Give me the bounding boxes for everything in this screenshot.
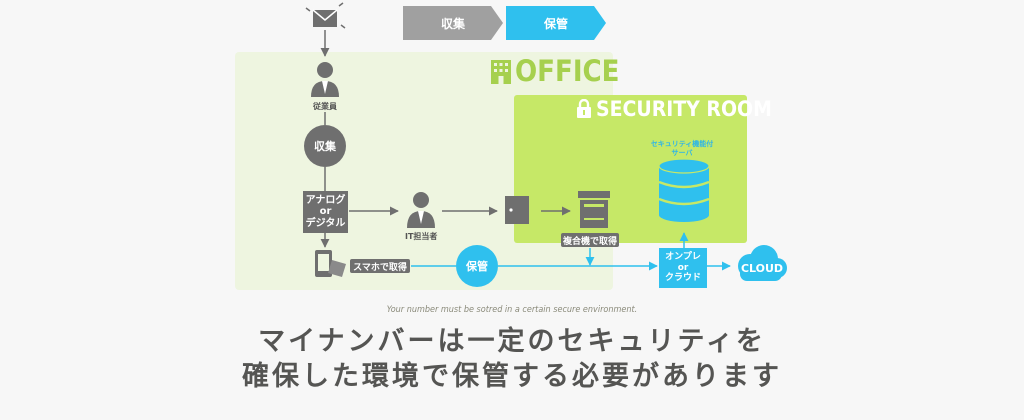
security-room-title: SECURITY ROOM [576, 97, 772, 121]
heading-line1: マイナンバーは一定のセキュリティを [258, 326, 766, 357]
collect-circle-label: 収集 [314, 140, 336, 153]
server-label-line2: サーバ [671, 149, 693, 158]
cloud-label: CLOUD [740, 262, 784, 275]
step-collect-label: 収集 [440, 16, 465, 31]
database-icon [658, 158, 710, 222]
it-staff-label: IT担当者 [405, 232, 438, 241]
analog-line2: or [319, 206, 332, 218]
collect-circle: 収集 [304, 125, 346, 167]
mail-icon [305, 2, 346, 29]
step-store: 保管 [506, 6, 606, 40]
store-circle: 保管 [456, 245, 498, 287]
person-icon [311, 62, 339, 97]
heading-line2: 確保した環境で保管する必要があります [242, 361, 782, 392]
office-label: OFFICE [515, 54, 620, 88]
printer-icon [578, 191, 610, 228]
server-label-line1: セキュリティ機能付 [650, 140, 714, 148]
person-icon [407, 192, 435, 228]
building-icon [491, 60, 511, 84]
onprem-line3: クラウド [664, 273, 701, 284]
smartphone-icon [315, 250, 346, 277]
onprem-or-cloud-box: オンプレ or クラウド [659, 248, 707, 288]
cloud-icon [738, 245, 787, 281]
onprem-line1: オンプレ [665, 251, 701, 262]
step-store-label: 保管 [543, 16, 568, 31]
analog-or-digital-box: アナログ or デジタル [303, 191, 348, 233]
onprem-line2: or [677, 262, 689, 273]
store-circle-label: 保管 [466, 260, 488, 273]
smartphone-tag: スマホで取得 [350, 259, 410, 273]
employee-label: 従業員 [313, 102, 337, 111]
security-room-label: SECURITY ROOM [596, 97, 772, 121]
door-icon [505, 196, 529, 224]
analog-line3: デジタル [305, 217, 346, 229]
tagline: Your number must be sotred in a certain … [386, 305, 638, 315]
office-title: OFFICE [490, 54, 620, 88]
step-collect: 収集 [403, 6, 503, 40]
server-label: セキュリティ機能付 サーバ [642, 140, 722, 158]
analog-line1: アナログ [305, 194, 346, 206]
lock-icon [577, 99, 591, 118]
mfp-tag: 複合機で取得 [561, 233, 619, 247]
